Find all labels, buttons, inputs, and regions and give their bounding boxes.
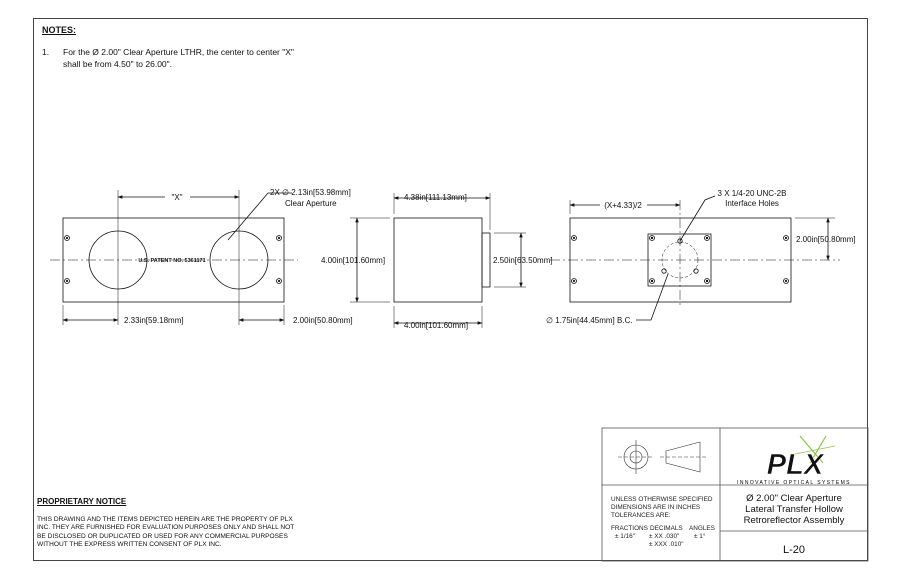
dim-side-top: 4.38in[111.13mm] bbox=[404, 193, 467, 202]
tolerance-line2: DIMENSIONS ARE IN INCHES bbox=[611, 504, 700, 511]
interface-hole-icon bbox=[649, 235, 710, 284]
note-number: 1. bbox=[42, 47, 50, 57]
angles-value: ± 1° bbox=[694, 532, 706, 540]
title-line3: Retroreflector Assembly bbox=[744, 515, 845, 526]
front-view bbox=[50, 190, 298, 325]
side-view-aperture-lip bbox=[481, 232, 491, 288]
plx-logo: PLX INNOVATIVE OPTICAL SYSTEMS bbox=[737, 435, 851, 486]
dim-rear-right: 2.00in[50.80mm] bbox=[796, 235, 856, 244]
decimals-header: DECIMALS bbox=[650, 525, 683, 532]
drawing-number: L-20 bbox=[783, 544, 805, 556]
angles-header: ANGLES bbox=[689, 525, 715, 532]
rear-view bbox=[550, 195, 840, 321]
aperture-label: Clear Aperture bbox=[285, 199, 337, 208]
logo-subtitle: INNOVATIVE OPTICAL SYSTEMS bbox=[737, 480, 851, 486]
aperture-callout: 2X ∅ 2.13in[53.98mm] bbox=[270, 188, 351, 197]
tolerance-line1: UNLESS OTHERWISE SPECIFIED bbox=[611, 496, 713, 503]
holes-callout-line1: 3 X 1/4-20 UNC-2B bbox=[718, 189, 787, 198]
dim-front-right: 2.00in[50.80mm] bbox=[293, 316, 353, 325]
title-line1: Ø 2.00" Clear Aperture bbox=[746, 493, 842, 504]
title-block bbox=[601, 427, 869, 562]
fractions-value: ± 1/16" bbox=[615, 533, 635, 540]
mount-hole-icon bbox=[571, 235, 789, 284]
tolerance-line3: TOLERANCES ARE: bbox=[611, 512, 671, 519]
dim-side-aperture: 2.50in[63.50mm] bbox=[493, 256, 553, 265]
dim-x-label: "X" bbox=[171, 193, 182, 202]
mount-hole-icon bbox=[64, 235, 282, 284]
fractions-header: FRACTIONS bbox=[611, 525, 648, 532]
dim-side-height: 4.00in[101.60mm] bbox=[321, 256, 385, 265]
patent-label: U.S. PATENT NO. 5361171 bbox=[138, 258, 205, 264]
note-text-line2: shall be from 4.50" to 26.00". bbox=[63, 59, 173, 69]
side-view-body bbox=[393, 217, 483, 303]
projection-symbol-icon bbox=[618, 440, 706, 474]
holes-callout-line2: Interface Holes bbox=[725, 199, 779, 208]
proprietary-title: PROPRIETARY NOTICE bbox=[37, 497, 127, 506]
dim-side-bottom: 4.00in[101.60mm] bbox=[404, 321, 468, 330]
title-line2: Lateral Transfer Hollow bbox=[745, 504, 843, 515]
decimals-value-2: ± XXX .010" bbox=[649, 541, 684, 548]
proprietary-body: THIS DRAWING AND THE ITEMS DEPICTED HERE… bbox=[37, 516, 295, 548]
drawing-frame bbox=[33, 18, 868, 561]
notes-title: NOTES: bbox=[42, 25, 77, 35]
dim-front-left: 2.33in[59.18mm] bbox=[124, 316, 184, 325]
decimals-value-1: ± XX .030" bbox=[649, 533, 679, 540]
bolt-circle-callout: ∅ 1.75in[44.45mm] B.C. bbox=[546, 316, 633, 325]
dim-rear-offset: (X+4.33)/2 bbox=[604, 201, 642, 210]
logo-text: PLX bbox=[767, 449, 825, 481]
note-text-line1: For the Ø 2.00" Clear Aperture LTHR, the… bbox=[63, 47, 294, 57]
side-view bbox=[350, 193, 526, 328]
